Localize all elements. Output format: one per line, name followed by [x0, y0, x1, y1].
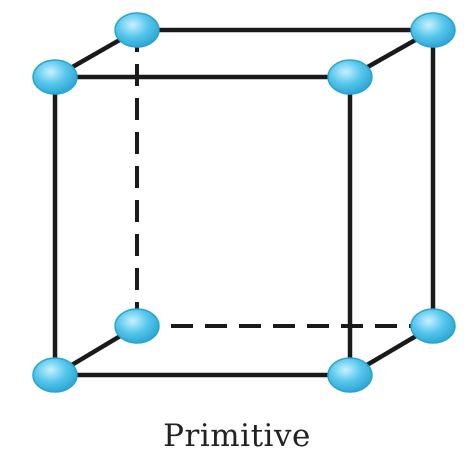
atom-front-bottom-left	[32, 357, 78, 393]
atom-front-top-left	[32, 59, 78, 95]
atom-back-top-right	[410, 12, 456, 48]
atoms	[32, 12, 456, 393]
diagram-caption: Primitive	[163, 418, 311, 454]
visible-edges	[52, 27, 436, 378]
atom-front-top-right	[327, 59, 373, 95]
hidden-edges	[135, 30, 433, 328]
atom-back-top-left	[114, 12, 160, 48]
atom-front-bottom-right	[327, 357, 373, 393]
atom-back-bottom-right	[410, 308, 456, 344]
atom-back-bottom-left	[114, 308, 160, 344]
